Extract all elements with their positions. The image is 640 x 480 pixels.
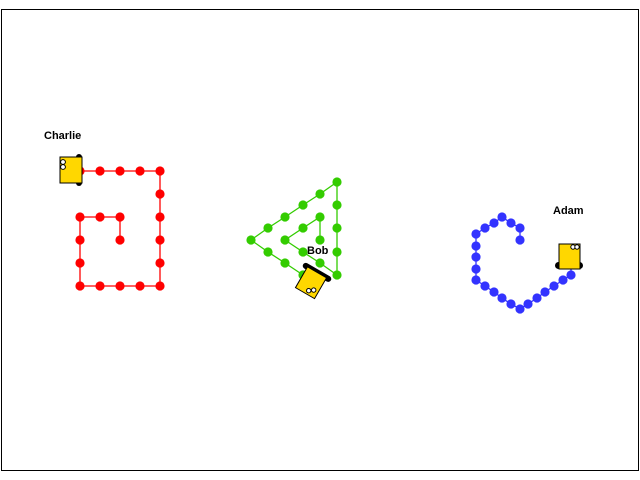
trail-dot-charlie (135, 281, 145, 291)
canvas-border (1, 9, 639, 471)
trail-dot-adam (515, 235, 525, 245)
trail-dot-charlie (155, 189, 165, 199)
trail-dot-charlie (115, 281, 125, 291)
trail-adam (471, 212, 576, 314)
trail-dot-bob (280, 258, 290, 268)
trail-dot-bob (298, 223, 308, 233)
trail-dot-adam (489, 218, 499, 228)
trail-dot-charlie (75, 281, 85, 291)
trail-dot-bob (280, 235, 290, 245)
trail-dot-charlie (95, 281, 105, 291)
trail-dot-bob (315, 258, 325, 268)
trail-dot-adam (523, 299, 533, 309)
robot-name-charlie: Charlie (44, 130, 81, 142)
trail-dot-bob (263, 223, 273, 233)
robot-bob-sprite (294, 262, 332, 300)
trail-dot-adam (558, 275, 568, 285)
trail-charlie (75, 166, 165, 291)
trail-dot-bob (315, 235, 325, 245)
trail-dot-adam (471, 252, 481, 262)
trail-dot-bob (315, 189, 325, 199)
trail-dot-bob (315, 212, 325, 222)
robot-eye-icon (310, 287, 317, 293)
robot-adam: Adam (553, 205, 584, 270)
trail-dot-adam (540, 287, 550, 297)
trail-dot-charlie (155, 281, 165, 291)
trail-dot-bob (298, 247, 308, 257)
trail-dot-bob (263, 247, 273, 257)
robot-charlie: Charlie (44, 130, 83, 186)
trail-dot-adam (471, 241, 481, 251)
trail-dot-adam (497, 212, 507, 222)
trail-dot-bob (298, 200, 308, 210)
trail-dot-adam (549, 281, 559, 291)
robot-body (558, 243, 581, 270)
trail-dot-charlie (155, 166, 165, 176)
trail-dot-charlie (115, 235, 125, 245)
robot-name-adam: Adam (553, 205, 584, 217)
trail-dot-charlie (115, 212, 125, 222)
trail-dot-bob (332, 223, 342, 233)
trail-dot-charlie (95, 166, 105, 176)
robot-eye-icon (60, 164, 66, 170)
trail-dot-charlie (75, 212, 85, 222)
trail-dot-adam (506, 218, 516, 228)
robot-eye-icon (306, 287, 312, 294)
trail-dot-bob (280, 212, 290, 222)
trail-dot-adam (506, 299, 516, 309)
robot-body (294, 266, 328, 300)
trail-dot-bob (332, 270, 342, 280)
robot-name-bob: Bob (307, 245, 329, 257)
trail-dot-bob (332, 177, 342, 187)
robot-bob: Bob (294, 245, 332, 300)
trail-dot-adam (471, 275, 481, 285)
trail-dot-charlie (135, 166, 145, 176)
trail-dot-charlie (155, 212, 165, 222)
trail-dot-charlie (155, 235, 165, 245)
trail-dot-charlie (95, 212, 105, 222)
robot-eye-icon (60, 159, 66, 165)
trail-dot-adam (471, 264, 481, 274)
trail-dot-adam (566, 270, 576, 280)
trail-dot-adam (489, 287, 499, 297)
robot-body (59, 156, 83, 184)
trail-dot-adam (532, 293, 542, 303)
paths-layer (75, 166, 576, 314)
trail-dot-charlie (75, 235, 85, 245)
trail-dot-adam (497, 293, 507, 303)
trail-dot-adam (480, 281, 490, 291)
trail-dot-adam (471, 229, 481, 239)
trail-dot-adam (515, 223, 525, 233)
trail-dot-bob (332, 247, 342, 257)
trail-dot-adam (515, 304, 525, 314)
trail-dot-charlie (115, 166, 125, 176)
trail-dot-bob (246, 235, 256, 245)
robot-charlie-sprite (59, 154, 83, 186)
trail-dot-bob (332, 200, 342, 210)
trail-dot-charlie (75, 258, 85, 268)
trail-dot-charlie (155, 258, 165, 268)
robot-eye-icon (574, 244, 580, 250)
robot-adam-sprite (555, 243, 583, 270)
trail-dot-adam (480, 223, 490, 233)
